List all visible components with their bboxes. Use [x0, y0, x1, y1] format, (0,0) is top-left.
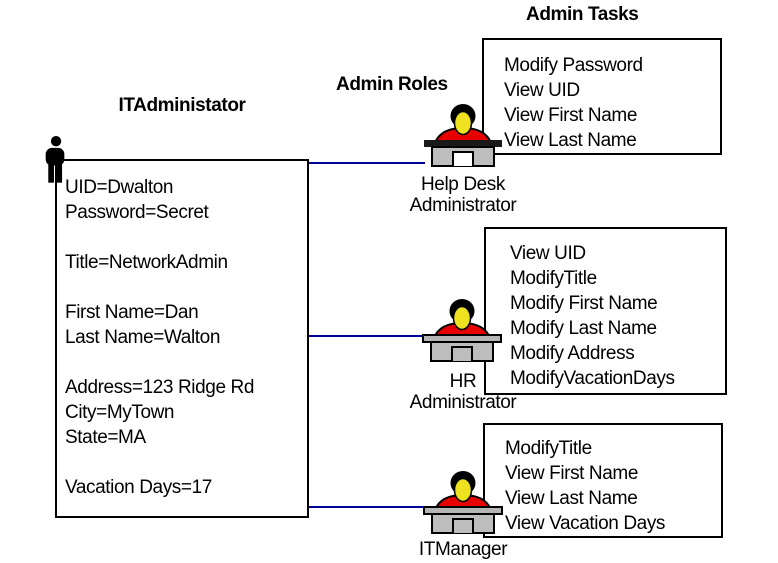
- role-label-it-manager: ITManager: [383, 539, 543, 560]
- profile-line-vacation-days: Vacation Days=17: [65, 477, 212, 498]
- task-item: View UID: [504, 80, 580, 101]
- desk-top: [424, 140, 502, 147]
- connector-line-hr: [309, 335, 423, 337]
- profile-line-blank: [65, 450, 301, 475]
- task-item: View First Name: [505, 463, 639, 484]
- role-label-line: ITManager: [418, 539, 508, 560]
- role-label-line: Administrator: [409, 195, 517, 216]
- help-desk-admin-at-desk-icon: [424, 104, 502, 167]
- admin-tasks-heading: Admin Tasks: [526, 4, 639, 25]
- person-face: [452, 305, 472, 331]
- profile-line-city: City=MyTown: [65, 402, 175, 423]
- hr-admin-at-desk-icon: [422, 299, 502, 362]
- person-leg: [56, 162, 63, 183]
- profile-line-blank: [65, 350, 301, 375]
- person-leg: [48, 162, 54, 183]
- task-item: Modify Address: [510, 343, 635, 364]
- task-item: View First Name: [504, 105, 638, 126]
- profile-line-password: Password=Secret: [65, 202, 209, 223]
- profile-line-blank: [65, 275, 301, 300]
- role-label-line: HR: [449, 371, 477, 392]
- task-box-hr-admin: View UID ModifyTitle Modify First Name M…: [484, 227, 727, 395]
- task-item: View Vacation Days: [505, 513, 666, 534]
- task-item: View Last Name: [504, 130, 637, 151]
- role-label-line: Administrator: [409, 392, 517, 413]
- task-box-help-desk-admin: Modify Password View UID View First Name…: [482, 38, 722, 155]
- task-item: View Last Name: [505, 488, 638, 509]
- profile-line-last-name: Last Name=Walton: [65, 327, 220, 348]
- person-head: [50, 136, 62, 147]
- it-manager-at-desk-icon: [423, 471, 503, 534]
- task-item: Modify Last Name: [510, 318, 657, 339]
- desk-top: [422, 334, 502, 343]
- connector-line-it-manager: [306, 506, 425, 508]
- task-item: ModifyVacationDays: [510, 368, 675, 389]
- admin-roles-heading: Admin Roles: [336, 74, 448, 95]
- task-item: ModifyTitle: [510, 268, 597, 289]
- person-face: [453, 477, 473, 503]
- role-label-line: Help Desk: [420, 174, 506, 195]
- profile-line-first-name: First Name=Dan: [65, 302, 199, 323]
- it-administrator-heading: ITAdministator: [118, 95, 246, 116]
- role-label-hr-admin: HR Administrator: [383, 371, 543, 413]
- profile-line-uid: UID=Dwalton: [65, 177, 174, 198]
- role-label-help-desk-admin: Help Desk Administrator: [383, 174, 543, 216]
- profile-line-state: State=MA: [65, 427, 146, 448]
- task-item: Modify Password: [504, 55, 643, 76]
- it-administrator-attributes-box: UID=Dwalton Password=Secret Title=Networ…: [55, 159, 309, 518]
- connector-line-help-desk: [309, 162, 425, 164]
- profile-line-title: Title=NetworkAdmin: [65, 252, 228, 273]
- task-item: ModifyTitle: [505, 438, 592, 459]
- desk-opening: [452, 151, 474, 167]
- person-face: [453, 110, 473, 136]
- standing-person-icon: [45, 136, 65, 183]
- person-torso: [45, 147, 65, 166]
- profile-line-address: Address=123 Ridge Rd: [65, 377, 254, 398]
- profile-line-blank: [65, 225, 301, 250]
- desk-opening: [452, 518, 474, 534]
- task-item: Modify First Name: [510, 293, 658, 314]
- task-box-it-manager: ModifyTitle View First Name View Last Na…: [483, 423, 723, 538]
- desk-top: [423, 506, 503, 515]
- task-item: View UID: [510, 243, 586, 264]
- desk-opening: [451, 346, 473, 362]
